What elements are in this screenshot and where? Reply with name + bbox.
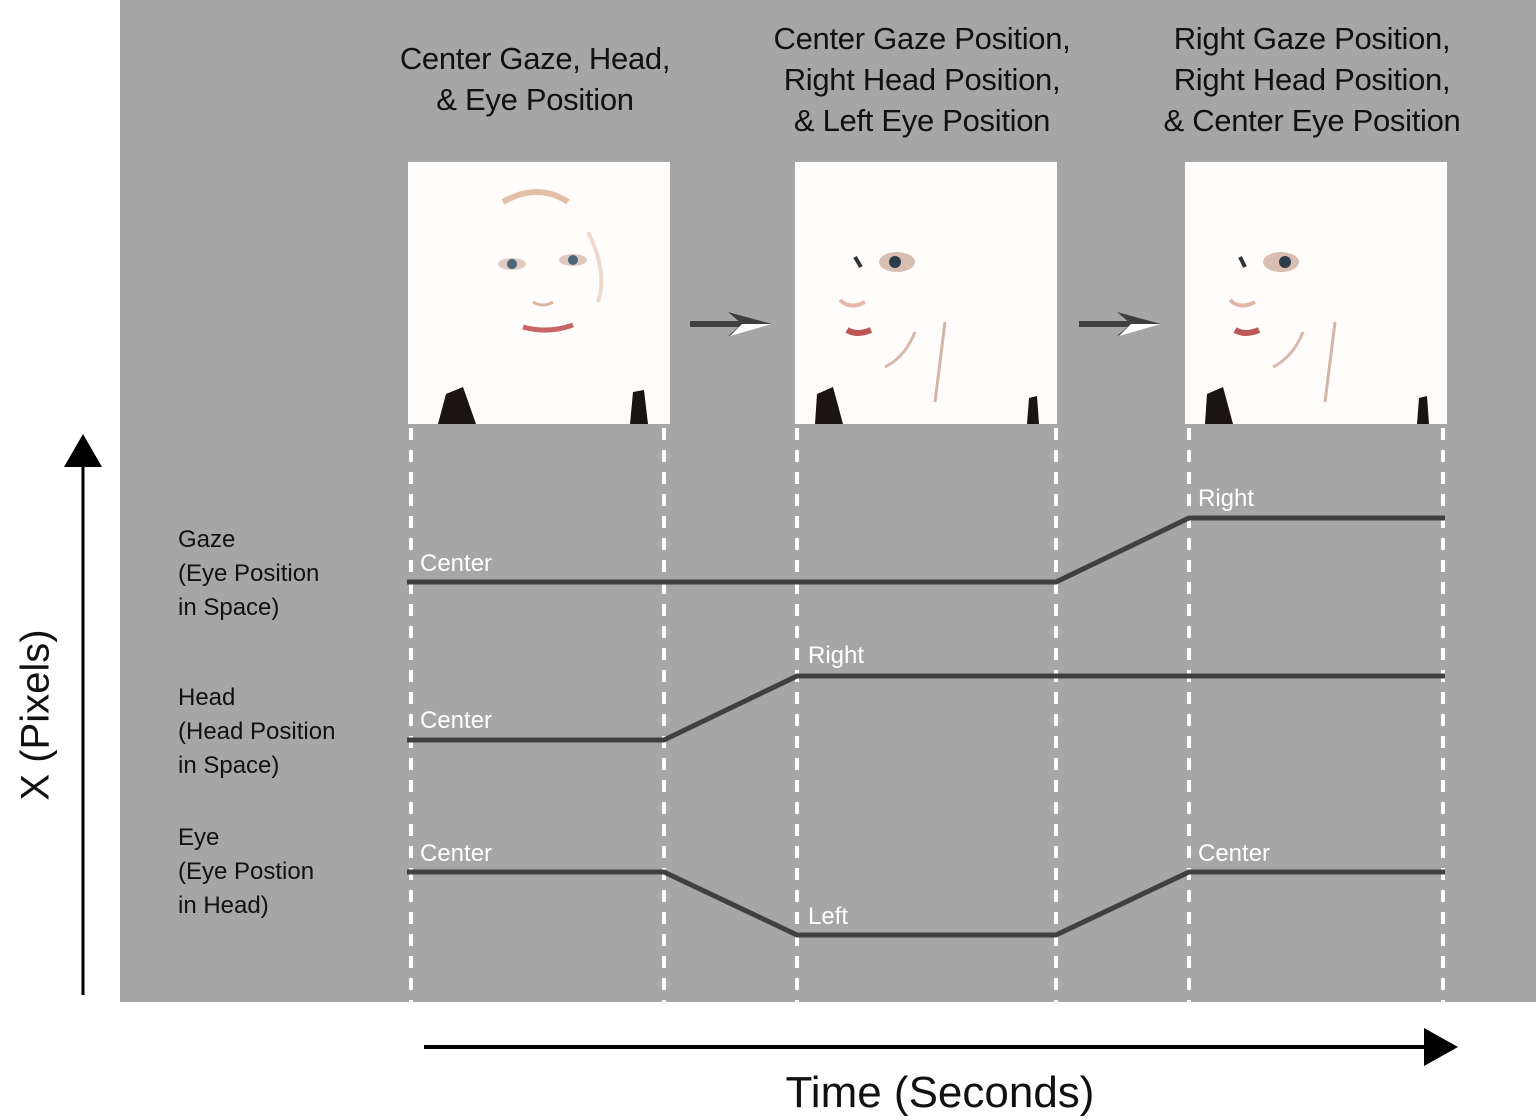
- label-line: Eye: [178, 824, 220, 851]
- title-line: Right Gaze Position,: [1173, 21, 1451, 56]
- head-state-right: Right: [808, 642, 865, 669]
- gaze-state-right: Right: [1198, 485, 1255, 512]
- y-axis-arrow: [64, 434, 102, 995]
- title-line: Right Head Position,: [1173, 62, 1451, 97]
- eye-state-center: Center: [420, 840, 493, 867]
- panel-2-title: Center Gaze Position, Right Head Positio…: [752, 18, 1092, 141]
- title-line: & Eye Position: [436, 82, 634, 117]
- panel-1-title: Center Gaze, Head, & Eye Position: [370, 38, 700, 120]
- label-line: Head: [178, 684, 236, 711]
- face-turned-image: [795, 162, 1057, 424]
- row-label-head: Head (Head Position in Space): [178, 681, 335, 783]
- head-state-center: Center: [420, 707, 493, 734]
- arrow-right-icon: [690, 312, 772, 336]
- y-axis-label-text: X (Pixels): [13, 629, 58, 801]
- panel-3-title: Right Gaze Position, Right Head Position…: [1142, 18, 1482, 141]
- label-line: in Head): [178, 892, 269, 919]
- head-trace: [407, 673, 1445, 743]
- gaze-trace: [407, 515, 1445, 585]
- label-line: in Space): [178, 594, 280, 621]
- title-line: & Center Eye Position: [1163, 103, 1461, 138]
- title-line: & Left Eye Position: [793, 103, 1051, 138]
- label-line: (Eye Postion: [178, 858, 315, 885]
- title-line: Right Head Position,: [783, 62, 1061, 97]
- label-line: (Head Position: [178, 718, 336, 745]
- row-label-gaze: Gaze (Eye Position in Space): [178, 523, 319, 625]
- row-label-eye: Eye (Eye Postion in Head): [178, 821, 314, 923]
- face-front-image: [408, 162, 670, 424]
- title-line: Center Gaze Position,: [773, 21, 1071, 56]
- eye-state-left: Left: [808, 903, 849, 930]
- arrow-right-icon: [1079, 312, 1161, 336]
- eye-state-center-2: Center: [1198, 840, 1271, 867]
- label-line: Gaze: [178, 526, 236, 553]
- gaze-state-center: Center: [420, 550, 493, 577]
- photo-head-right-eyes-left: [795, 162, 1057, 424]
- label-line: (Eye Position: [178, 560, 320, 587]
- eye-trace: [407, 869, 1445, 938]
- x-axis-label: Time (Seconds): [785, 1068, 1095, 1117]
- photo-center-gaze: [408, 162, 670, 424]
- label-line: in Space): [178, 752, 280, 779]
- face-turned-image: [1185, 162, 1447, 424]
- x-axis-arrow: [424, 1028, 1458, 1066]
- photo-head-right-eyes-center: [1185, 162, 1447, 424]
- title-line: Center Gaze, Head,: [399, 41, 671, 76]
- time-guides: [409, 428, 1445, 1002]
